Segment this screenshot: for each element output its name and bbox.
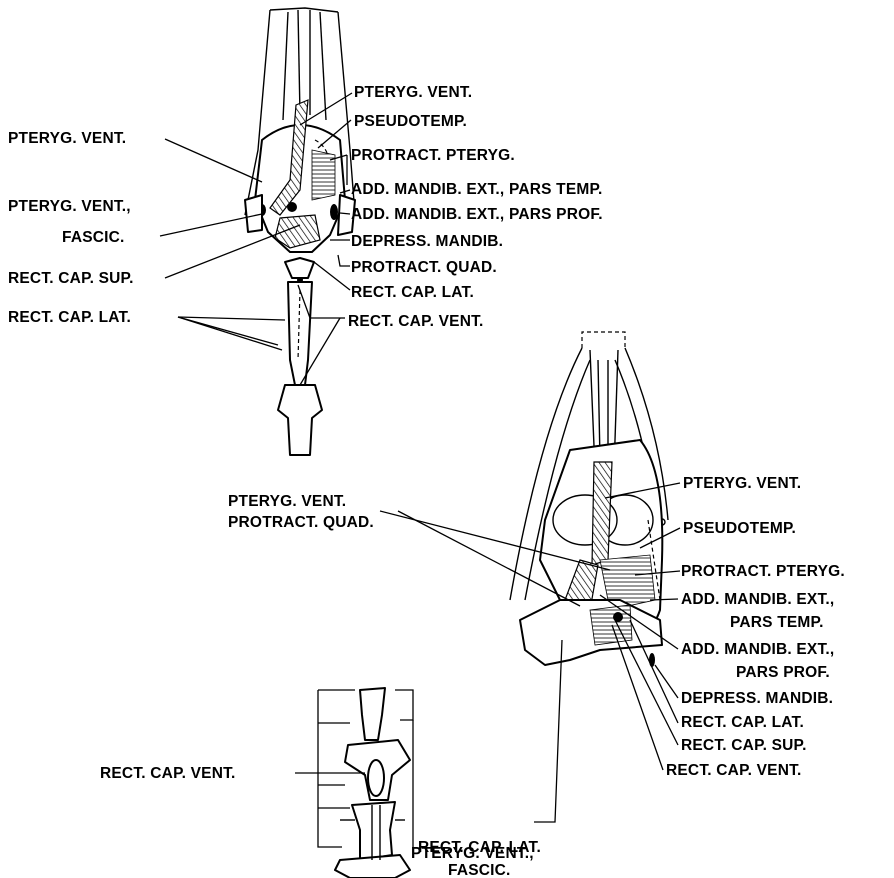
bottom-vertebrae-drawing <box>335 688 410 878</box>
label-rect-cap-lat: RECT. CAP. LAT. <box>681 714 804 731</box>
label-depress-mandib: DEPRESS. MANDIB. <box>681 690 833 707</box>
right-figure-right-labels: PTERYG. VENT. PSEUDOTEMP. PROTRACT. PTER… <box>666 475 845 779</box>
top-skull-drawing <box>245 8 355 455</box>
label-pars-temp: PARS TEMP. <box>730 614 824 631</box>
label-fascic: FASCIC. <box>62 229 125 246</box>
label-rect-cap-vent: RECT. CAP. VENT. <box>666 762 802 779</box>
label-rect-cap-sup: RECT. CAP. SUP. <box>681 737 807 754</box>
right-figure-left-labels: PTERYG. VENT. PROTRACT. QUAD. <box>228 493 374 531</box>
label-fascic: FASCIC. <box>448 862 511 878</box>
label-depress-mandib: DEPRESS. MANDIB. <box>351 233 503 250</box>
label-protract-pteryg: PROTRACT. PTERYG. <box>351 147 515 164</box>
label-rect-cap-vent: RECT. CAP. VENT. <box>100 765 236 782</box>
label-pseudotemp: PSEUDOTEMP. <box>354 113 467 130</box>
top-right-labels: PTERYG. VENT. PSEUDOTEMP. PROTRACT. PTER… <box>348 84 603 330</box>
label-pteryg-vent: PTERYG. VENT. <box>8 130 126 147</box>
label-pteryg-vent-fascic: PTERYG. VENT., <box>411 845 534 862</box>
label-rect-cap-lat: RECT. CAP. LAT. <box>351 284 474 301</box>
label-pteryg-vent: PTERYG. VENT. <box>228 493 346 510</box>
label-pteryg-vent: PTERYG. VENT. <box>354 84 472 101</box>
label-protract-quad: PROTRACT. QUAD. <box>228 514 374 531</box>
label-protract-quad: PROTRACT. QUAD. <box>351 259 497 276</box>
label-pteryg-vent: PTERYG. VENT. <box>683 475 801 492</box>
label-pars-prof: PARS PROF. <box>736 664 830 681</box>
label-rect-cap-vent: RECT. CAP. VENT. <box>348 313 484 330</box>
label-pseudotemp: PSEUDOTEMP. <box>683 520 796 537</box>
bottom-figure-labels: RECT. CAP. VENT. RECT. CAP. LAT. PTERYG.… <box>100 765 541 878</box>
bottom-leader-lines <box>295 640 562 848</box>
label-pteryg-vent-fascic: PTERYG. VENT., <box>8 198 131 215</box>
label-add-mandib-prof: ADD. MANDIB. EXT., <box>681 641 834 658</box>
label-add-mandib-temp: ADD. MANDIB. EXT., <box>681 591 834 608</box>
right-skull-drawing <box>510 332 668 667</box>
label-add-mandib-temp: ADD. MANDIB. EXT., PARS TEMP. <box>351 181 603 198</box>
label-protract-pteryg: PROTRACT. PTERYG. <box>681 563 845 580</box>
label-rect-cap-lat: RECT. CAP. LAT. <box>8 309 131 326</box>
label-add-mandib-prof: ADD. MANDIB. EXT., PARS PROF. <box>351 206 603 223</box>
label-rect-cap-sup: RECT. CAP. SUP. <box>8 270 134 287</box>
top-left-labels: PTERYG. VENT. PTERYG. VENT., FASCIC. REC… <box>8 130 134 326</box>
